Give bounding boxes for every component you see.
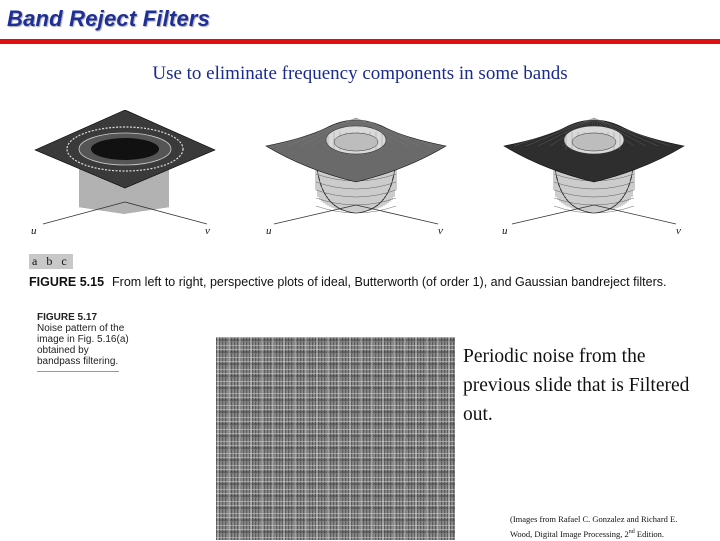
plot-butterworth: u v — [256, 110, 456, 240]
plot-ideal: u v — [25, 110, 225, 240]
axis-v-label: v — [205, 225, 210, 237]
noise-pattern-image — [216, 337, 455, 540]
axis-u-label: u — [266, 225, 272, 237]
plot-gaussian: u v — [494, 110, 694, 240]
figure-5-15-label: FIGURE 5.15 — [29, 275, 104, 289]
figure-5-15-caption: FIGURE 5.15 From left to right, perspecti… — [29, 275, 694, 290]
figure-5-17-caption: FIGURE 5.17 Noise pattern of the image i… — [37, 312, 132, 372]
axis-v-label: v — [676, 225, 681, 237]
slide-subtitle: Use to eliminate frequency components in… — [0, 63, 720, 85]
title-underline — [0, 39, 720, 44]
figure-5-17-text: Noise pattern of the image in Fig. 5.16(… — [37, 323, 129, 367]
image-credit: (Images from Rafael C. Gonzalez and Rich… — [510, 513, 720, 541]
slide-title: Band Reject Filters — [7, 6, 210, 32]
axis-v-label: v — [438, 225, 443, 237]
credit-line-2-end: Edition. — [635, 529, 664, 539]
figure-5-17-label: FIGURE 5.17 — [37, 312, 132, 323]
axis-u-label: u — [31, 225, 37, 237]
panel-letters: a b c — [29, 254, 73, 269]
noise-description: Periodic noise from the previous slide t… — [463, 342, 713, 429]
credit-line-1: (Images from Rafael C. Gonzalez and Rich… — [510, 513, 720, 526]
axis-u-label: u — [502, 225, 508, 237]
credit-line-2-text: Wood, Digital Image Processing, 2 — [510, 529, 629, 539]
gaussian-body — [504, 118, 684, 213]
figure-5-15-text: From left to right, perspective plots of… — [112, 275, 666, 289]
butterworth-body — [266, 118, 446, 213]
credit-line-2: Wood, Digital Image Processing, 2nd Edit… — [510, 526, 720, 541]
caption-rule — [37, 371, 119, 372]
